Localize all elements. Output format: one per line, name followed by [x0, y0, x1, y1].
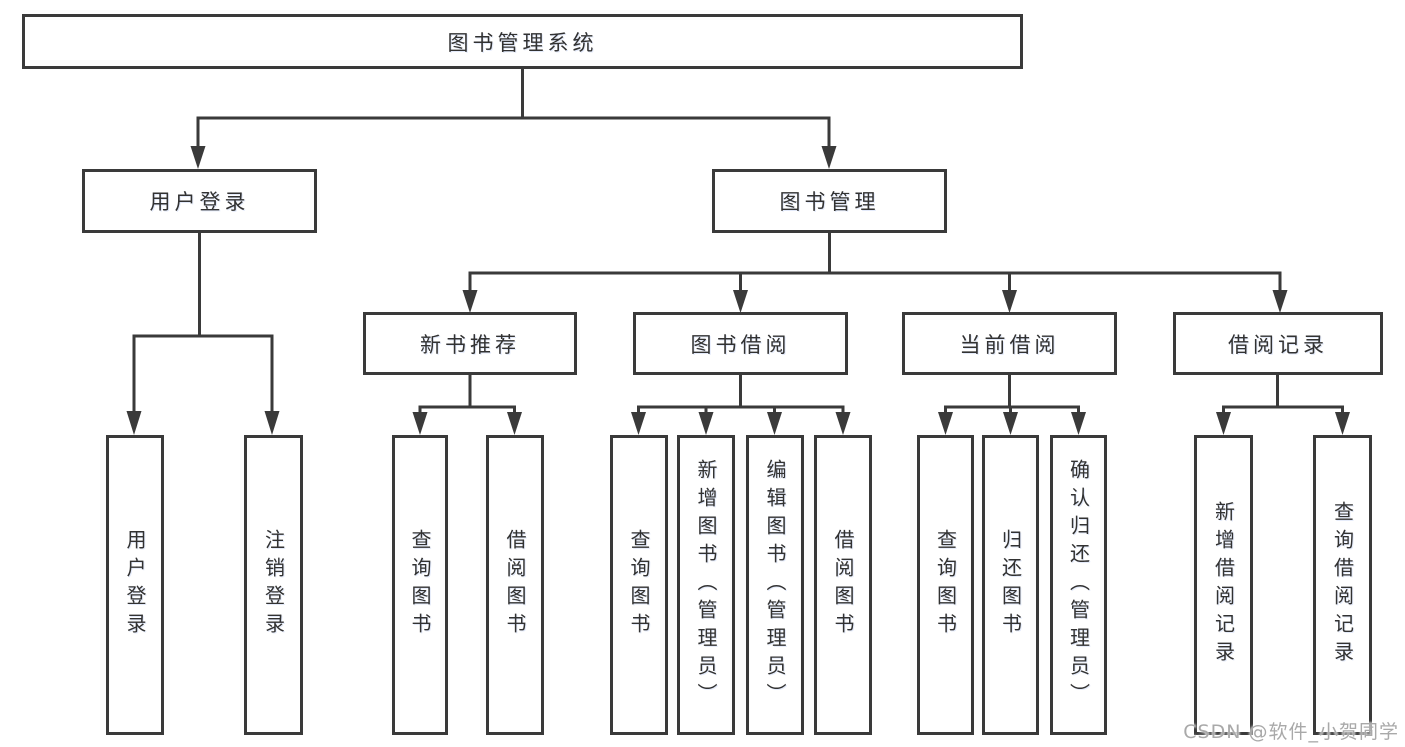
- node-user-login: 用户登录: [82, 169, 317, 233]
- leaf-confirm-return-admin: 确认归还（管理员）: [1050, 435, 1107, 735]
- leaf-add-borrow-record: 新增借阅记录: [1194, 435, 1253, 735]
- leaf-borrow-books-recommend: 借阅图书: [486, 435, 544, 735]
- node-current-borrowing: 当前借阅: [902, 312, 1117, 375]
- node-borrowing-records: 借阅记录: [1173, 312, 1383, 375]
- leaf-user-login: 用户登录: [106, 435, 164, 735]
- node-library-management-system: 图书管理系统: [22, 14, 1023, 69]
- leaf-edit-books-admin: 编辑图书（管理员）: [746, 435, 804, 735]
- node-book-management: 图书管理: [712, 169, 947, 233]
- leaf-query-books-recommend: 查询图书: [392, 435, 448, 735]
- node-book-borrowing: 图书借阅: [633, 312, 848, 375]
- csdn-watermark: CSDN @软件_小贺同学: [1183, 721, 1399, 743]
- leaf-add-books-admin: 新增图书（管理员）: [677, 435, 735, 735]
- leaf-query-books-current: 查询图书: [917, 435, 974, 735]
- node-new-book-recommend: 新书推荐: [363, 312, 577, 375]
- leaf-query-borrow-record: 查询借阅记录: [1313, 435, 1372, 735]
- leaf-return-books: 归还图书: [982, 435, 1039, 735]
- leaf-query-books-borrowing: 查询图书: [610, 435, 668, 735]
- leaf-logout: 注销登录: [244, 435, 303, 735]
- leaf-borrow-books: 借阅图书: [814, 435, 872, 735]
